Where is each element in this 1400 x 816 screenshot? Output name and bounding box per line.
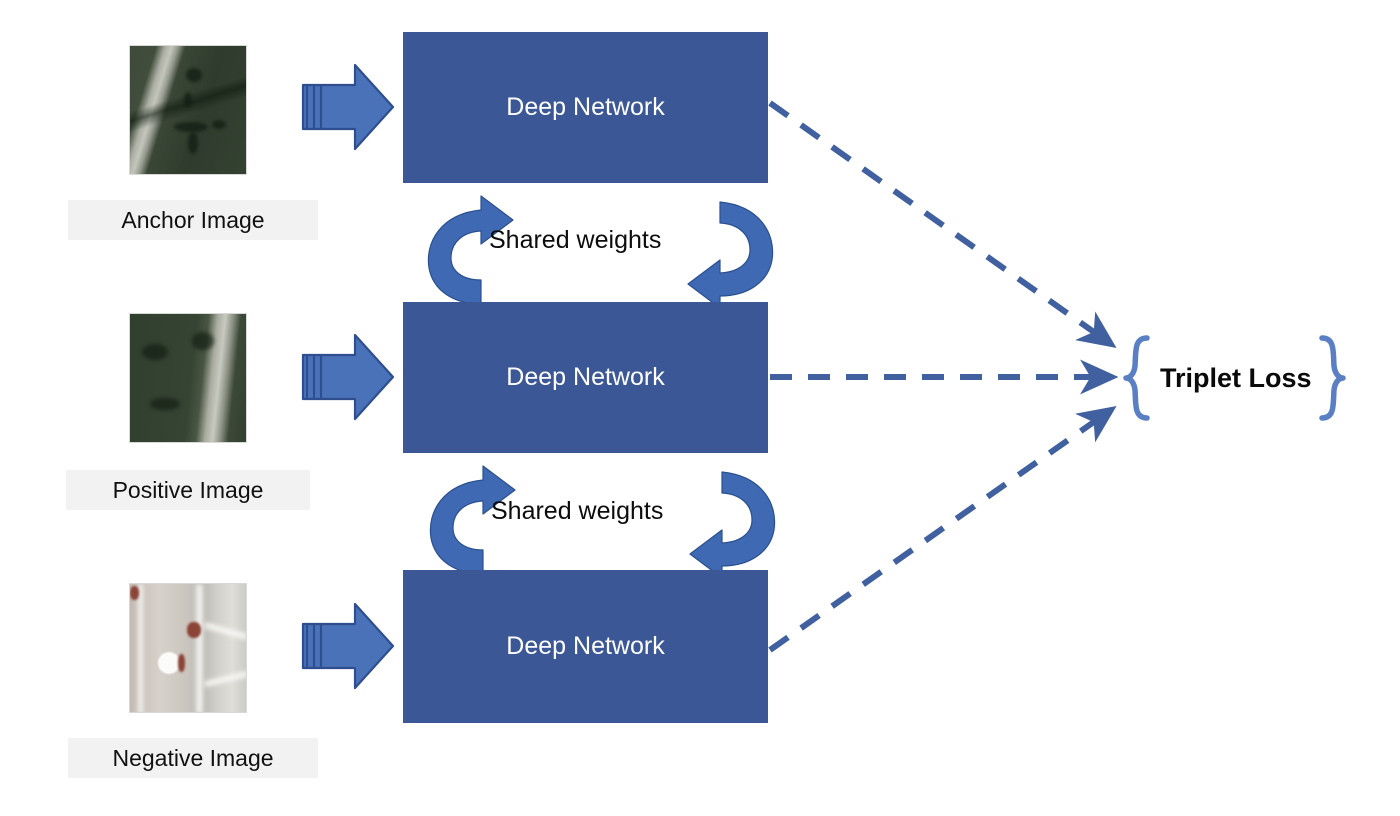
negative-thumbnail-image: [130, 584, 246, 712]
positive-image-caption: Positive Image: [66, 470, 310, 510]
feed-arrow-anchor: [301, 63, 395, 151]
anchor-image-caption: Anchor Image: [68, 200, 318, 240]
shared-weights-arrow-bottom-right: [689, 471, 776, 579]
negative-thumbnail: [129, 583, 247, 713]
embedding-arrow-anchor: [768, 100, 1117, 349]
shared-weights-label-bottom: Shared weights: [491, 497, 664, 525]
shared-weights-arrow-top-right: [687, 201, 774, 309]
triplet-loss-left-brace: [1123, 335, 1150, 421]
deep-network-label-anchor: Deep Network: [506, 93, 665, 121]
triplet-loss-label: Triplet Loss: [1160, 363, 1312, 393]
feed-arrow-negative: [301, 602, 395, 690]
triplet-loss-right-brace: [1319, 335, 1346, 421]
anchor-thumbnail-image: [130, 46, 246, 174]
deep-network-box-anchor: Deep Network: [403, 32, 768, 183]
feed-arrow-positive: [301, 333, 395, 421]
positive-thumbnail: [129, 313, 247, 443]
shared-weights-label-top: Shared weights: [489, 226, 662, 254]
deep-network-box-positive: Deep Network: [403, 302, 768, 453]
negative-image-caption: Negative Image: [68, 738, 318, 778]
positive-thumbnail-image: [130, 314, 246, 442]
deep-network-label-negative: Deep Network: [506, 632, 665, 660]
deep-network-box-negative: Deep Network: [403, 570, 768, 723]
anchor-thumbnail: [129, 45, 247, 175]
embedding-arrow-negative: [768, 405, 1117, 653]
deep-network-label-positive: Deep Network: [506, 363, 665, 391]
